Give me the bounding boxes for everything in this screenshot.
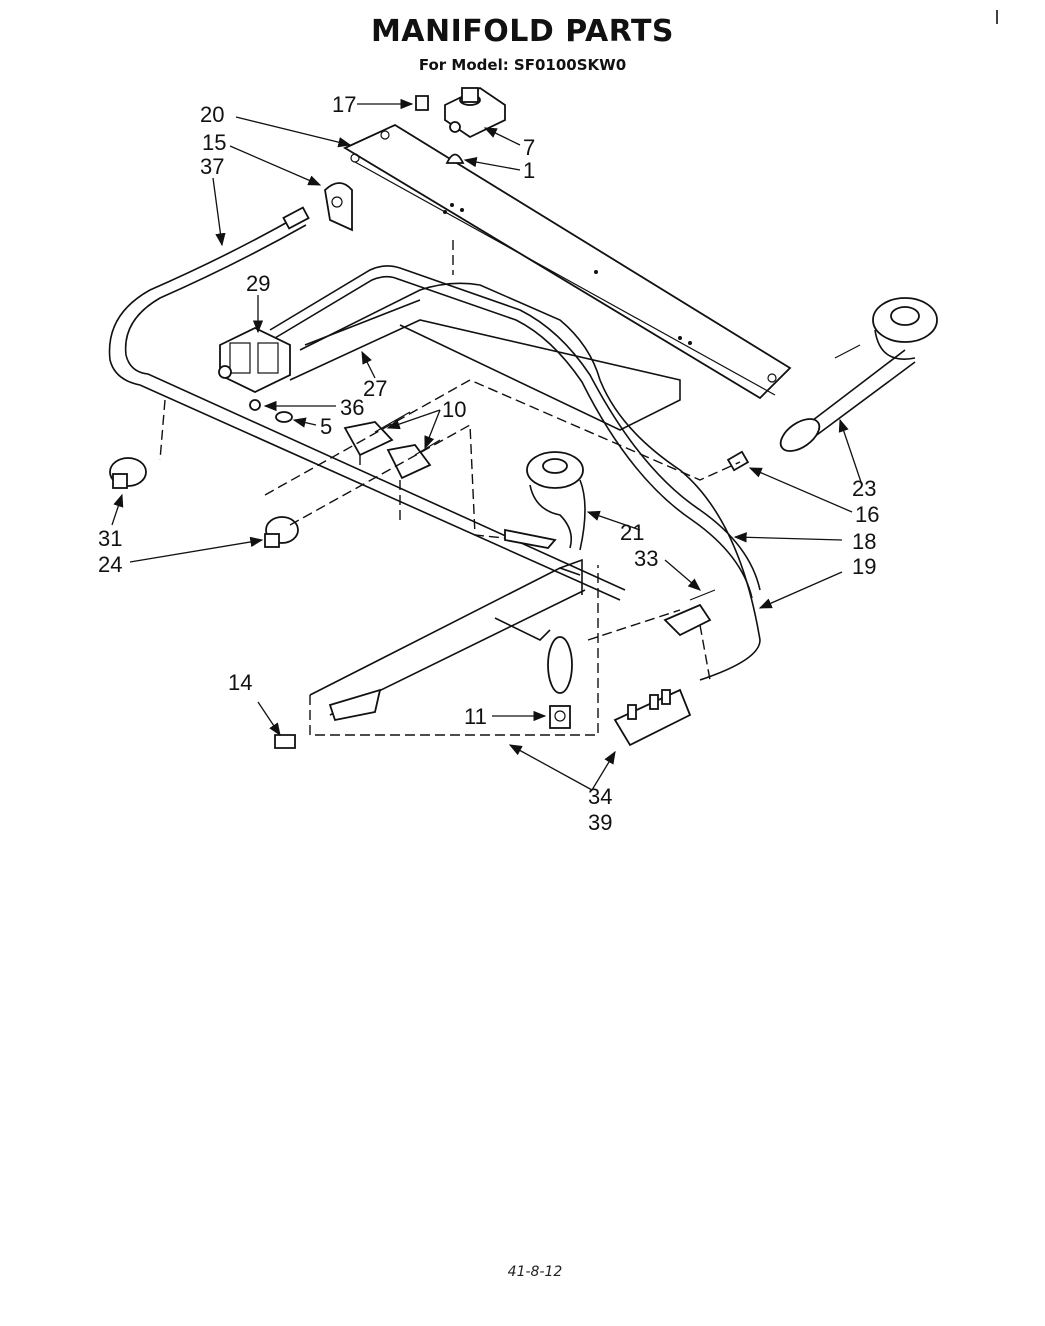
callout-23: 23 [852, 476, 876, 501]
callout-labels: 17 20 15 37 7 1 29 27 36 5 10 31 24 23 1… [98, 92, 879, 835]
callout-37: 37 [200, 154, 224, 179]
clip-part [415, 95, 429, 111]
callout-36: 36 [340, 395, 364, 420]
knob-31 [109, 457, 147, 489]
gas-tube-long [108, 214, 621, 601]
callout-31: 31 [98, 526, 122, 551]
callout-20: 20 [200, 102, 224, 127]
callout-18: 18 [852, 529, 876, 554]
callout-7: 7 [523, 135, 535, 160]
callout-34: 34 [588, 784, 612, 809]
thermocouple-lead [304, 299, 421, 346]
callout-39: 39 [588, 810, 612, 835]
callout-1: 1 [523, 158, 535, 183]
alignment-lines [159, 240, 741, 736]
leader-lines [111, 98, 863, 791]
valve-seat-part [444, 86, 506, 139]
callout-21: 21 [620, 520, 644, 545]
orifice-16 [726, 450, 750, 472]
clip-14 [274, 734, 296, 749]
fitting-36 [249, 399, 261, 411]
igniter-33 [663, 589, 716, 637]
rear-burner [779, 297, 938, 452]
manifold-bracket [343, 123, 792, 400]
callout-19: 19 [852, 554, 876, 579]
callout-10: 10 [442, 397, 466, 422]
callout-5: 5 [320, 414, 332, 439]
page-title: MANIFOLD PARTS [370, 14, 675, 49]
callout-33: 33 [634, 546, 658, 571]
callout-11: 11 [464, 704, 487, 729]
washer-5 [275, 411, 293, 423]
callout-29: 29 [246, 271, 270, 296]
orifice-part [445, 153, 465, 164]
safety-valve [613, 688, 692, 747]
drawing-code: 41-8-12 [507, 1264, 563, 1280]
callout-15: 15 [202, 130, 226, 155]
thermostat-part [218, 326, 291, 394]
callout-14: 14 [228, 670, 252, 695]
pilot-tube [269, 265, 761, 591]
orifice-holder-11 [547, 636, 573, 729]
broiler-burner [309, 558, 586, 722]
model-subtitle: For Model: SF0100SKW0 [418, 56, 627, 74]
front-burner [504, 451, 586, 551]
callout-24: 24 [98, 552, 122, 577]
callout-27: 27 [363, 376, 387, 401]
pilot-tube-2 [299, 282, 761, 681]
callout-17: 17 [332, 92, 356, 117]
callout-16: 16 [855, 502, 879, 527]
knob-24 [264, 516, 299, 548]
